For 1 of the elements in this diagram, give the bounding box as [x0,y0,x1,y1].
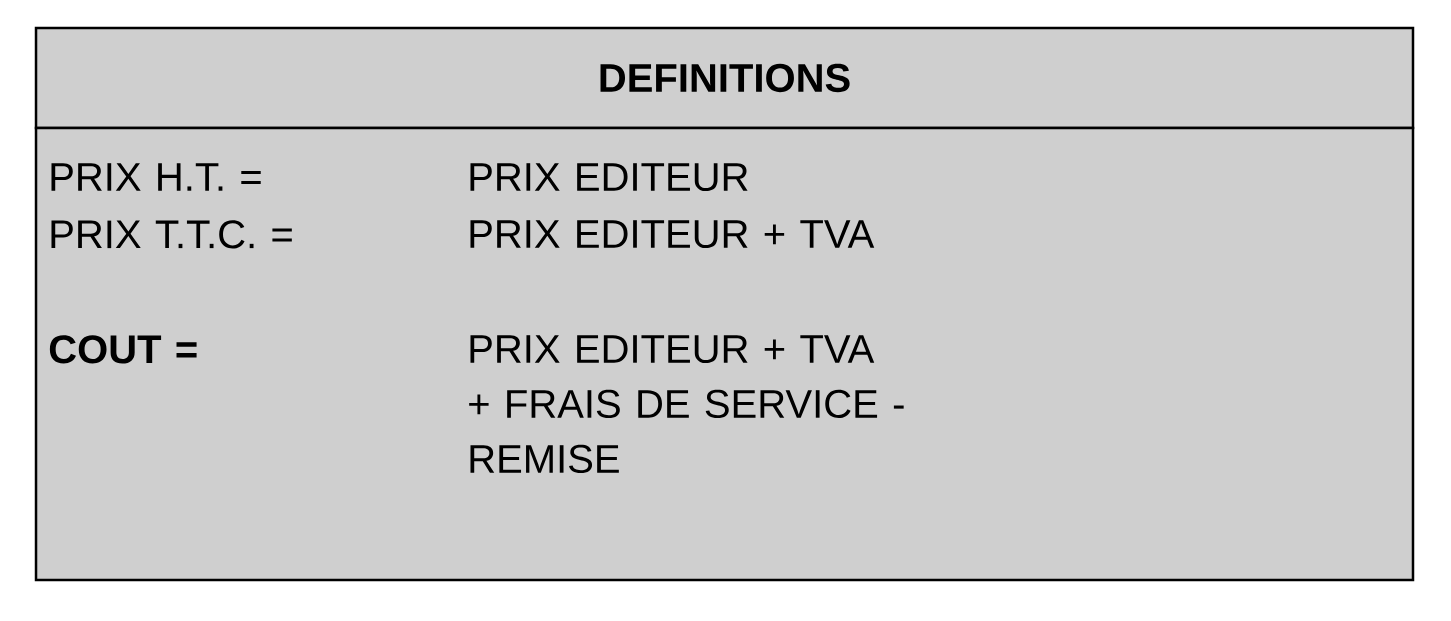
header-band: DEFINITIONS [34,26,1415,130]
